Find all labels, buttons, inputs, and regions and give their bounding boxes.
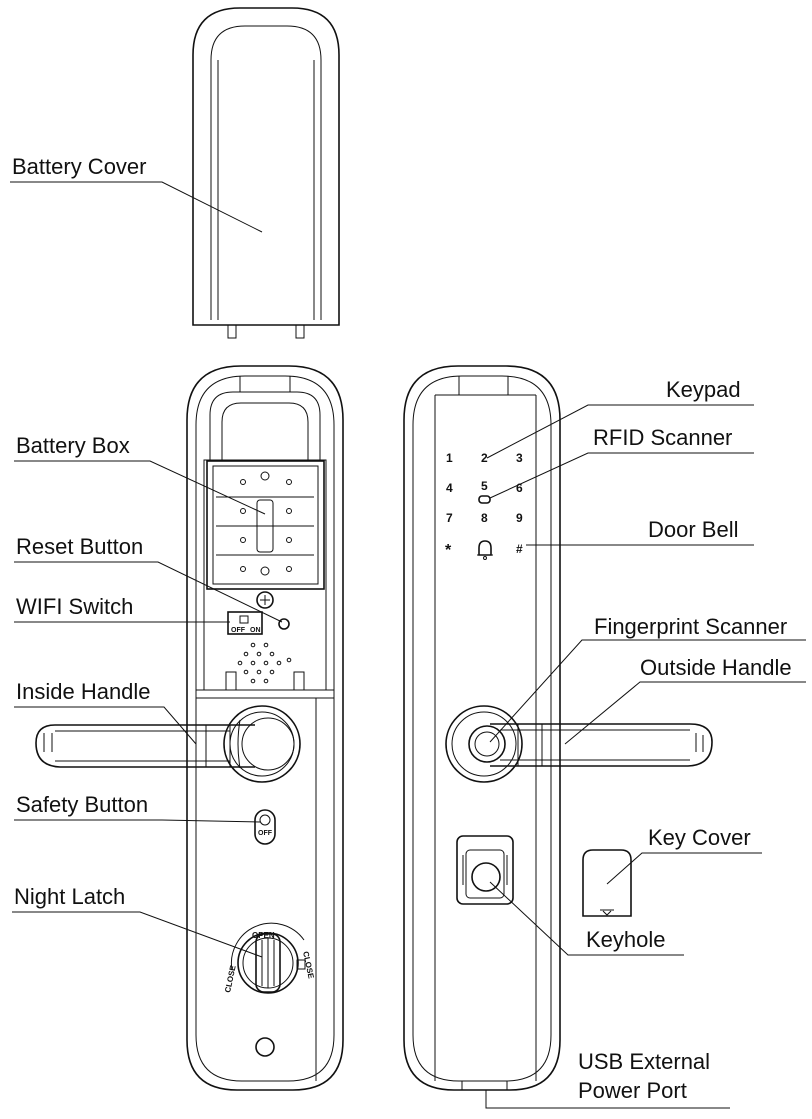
night-latch-dial: OPEN CLOSE CLOSE <box>223 922 316 994</box>
wifi-switch: OFF ON <box>227 611 263 635</box>
battery-cover-part <box>192 7 340 339</box>
battery-box-screw <box>256 591 274 609</box>
dial-close-right-text: CLOSE <box>301 951 316 980</box>
label-battery-cover: Battery Cover <box>12 154 147 179</box>
door-bell-icon <box>477 540 493 560</box>
label-usb-line-2: Power Port <box>578 1078 687 1103</box>
keypad-key-9: 9 <box>516 511 523 525</box>
keypad-key-6: 6 <box>516 481 523 495</box>
keypad-key-7: 7 <box>446 511 453 525</box>
label-night-latch: Night Latch <box>14 884 125 909</box>
inside-handle <box>35 705 301 783</box>
battery-box <box>206 460 325 590</box>
keypad-key-5: 5 <box>481 479 488 493</box>
label-battery-box: Battery Box <box>16 433 130 458</box>
key-cover-part <box>582 849 632 917</box>
keypad: 1 2 3 4 5 6 7 8 9 * # <box>445 451 523 559</box>
outside-unit <box>403 365 561 1091</box>
keypad-key-8: 8 <box>481 511 488 525</box>
dial-close-left-text: CLOSE <box>223 964 238 993</box>
label-door-bell: Door Bell <box>648 517 738 542</box>
keypad-key-3: 3 <box>516 451 523 465</box>
keyhole <box>471 862 501 892</box>
label-key-cover: Key Cover <box>648 825 751 850</box>
safety-button: OFF <box>254 809 276 845</box>
fingerprint-scanner <box>468 725 506 763</box>
wifi-switch-off-text: OFF <box>231 627 246 634</box>
keypad-key-hash: # <box>516 542 523 556</box>
leader-lines <box>10 181 806 1109</box>
wifi-switch-on-text: ON <box>250 627 261 634</box>
inside-unit <box>186 365 344 1091</box>
label-inside-handle: Inside Handle <box>16 679 151 704</box>
speaker-grille <box>237 642 292 684</box>
dial-open-text: OPEN <box>252 931 275 940</box>
label-safety-button: Safety Button <box>16 792 148 817</box>
label-wifi-switch: WIFI Switch <box>16 594 133 619</box>
safety-button-off-text: OFF <box>258 830 273 837</box>
label-reset-button: Reset Button <box>16 534 143 559</box>
reset-button <box>278 618 290 630</box>
label-keyhole: Keyhole <box>586 927 666 952</box>
outside-handle <box>445 705 713 783</box>
label-outside-handle: Outside Handle <box>640 655 792 680</box>
rfid-scanner-indicator <box>478 495 491 504</box>
keypad-key-star: * <box>445 542 452 559</box>
label-rfid-scanner: RFID Scanner <box>593 425 732 450</box>
keypad-key-1: 1 <box>446 451 453 465</box>
bottom-screw-hole <box>255 1037 275 1057</box>
keypad-key-2: 2 <box>481 451 488 465</box>
label-usb-line-1: USB External <box>578 1049 710 1074</box>
keyhole-cover-frame <box>456 835 514 905</box>
keypad-key-4: 4 <box>446 481 453 495</box>
label-keypad: Keypad <box>666 377 741 402</box>
label-fingerprint-scanner: Fingerprint Scanner <box>594 614 787 639</box>
callout-labels: Battery Cover Battery Box Reset Button W… <box>12 154 792 1103</box>
